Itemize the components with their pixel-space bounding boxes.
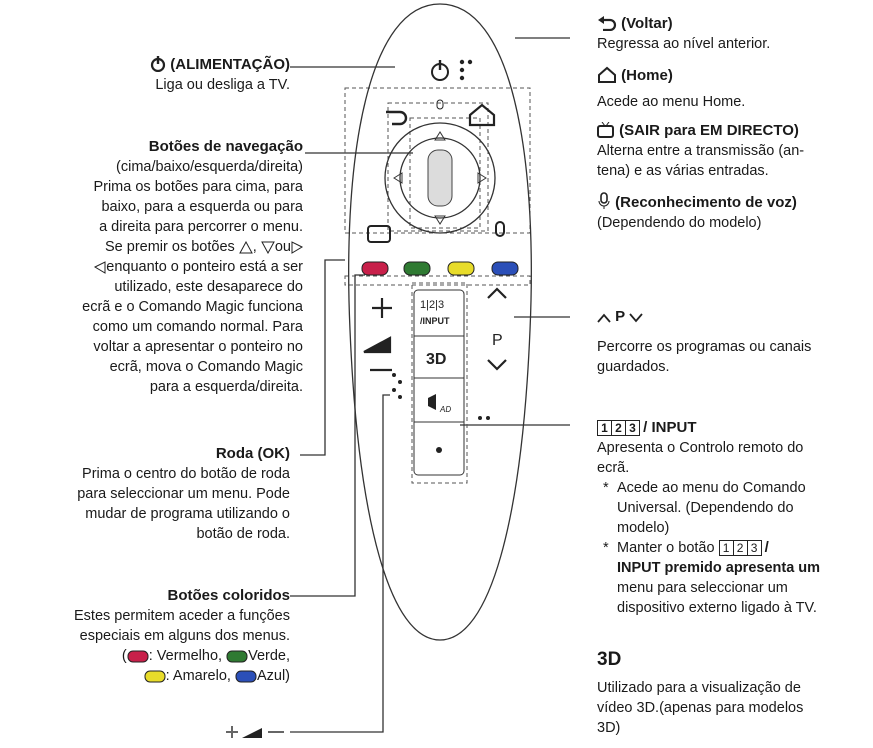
nav-inline-or: ou [274,239,291,255]
program-up-icon [597,313,611,323]
nav-line-5: utilizado, este desaparece do [114,279,303,295]
nav-line-8: voltar a apresentar o ponteiro no [93,339,303,355]
yellow-label: : Amarelo, [165,668,231,684]
program-p: P [615,308,625,325]
three-d-section: 3D Utilizado para a visualização de víde… [597,650,873,738]
wheel-title: Roda (OK) [215,445,290,462]
live-section: (SAIR para EM DIRECTO) Alterna entre a t… [597,121,873,181]
power-icon [151,56,166,72]
three-d-line-1: vídeo 3D.(apenas para modelos [597,700,804,716]
wheel-line-0: Prima o centro do botão de roda [82,466,290,482]
live-line-1: tena) e as várias entradas. [597,163,769,179]
num-3-box: 3 [625,420,640,436]
home-icon [598,66,616,83]
home-title: (Home) [621,67,673,84]
colors-title: Botões coloridos [167,587,290,604]
back-desc: Regressa ao nível anterior. [597,36,771,52]
remote-red-button [361,261,389,276]
remote-volume [363,298,392,372]
program-line-0: Percorre os programas ou canais [597,339,812,355]
remote-num-text: 1|2|3 [420,299,444,311]
input-bullet-1: Acede ao menu do Comando Universal. (Dep… [597,478,873,538]
right-arrow-icon [291,241,303,254]
power-desc: Liga ou desliga a TV. [155,77,290,93]
home-section: (Home) Acede ao menu Home. [597,66,873,112]
power-title: (ALIMENTAÇÃO) [170,56,290,73]
back-section: (Voltar) Regressa ao nível anterior. [597,14,873,54]
nav-line-1: baixo, para a esquerda ou para [101,199,303,215]
nav-line-10: para a esquerda/direita. [149,379,303,395]
remote-blue-button [491,261,519,276]
remote-green-button [403,261,431,276]
program-section: P Percorre os programas ou canais guarda… [597,307,873,377]
remote-p-text: P [492,332,503,349]
remote-home-icon [468,103,496,127]
nav-line-2: a direita para percorrer o menu. [99,219,303,235]
live-tv-icon [597,122,614,138]
home-desc: Acede ao menu Home. [597,94,746,110]
remote-yellow-button [447,261,475,276]
volume-plus-minus-icon [226,726,284,738]
magic-remote-illustration: 1|2|3 /INPUT 3D AD P [348,3,532,641]
green-swatch-icon [226,650,248,663]
left-arrow-icon [94,261,106,274]
volume-icons [224,722,294,748]
colors-line-1: especiais em alguns dos menus. [79,628,290,644]
nav-line-0: Prima os botões para cima, para [93,179,303,195]
remote-power-icon [431,60,449,81]
yellow-swatch-icon [144,670,166,683]
red-label: : Vermelho, [148,648,223,664]
remote-mic-icon [495,221,505,237]
blue-label: Azul) [256,668,290,684]
nav-line-6: ecrã e o Comando Magic funciona [82,299,303,315]
red-swatch-icon [127,650,149,663]
nav-line-3: Se premir os botões [105,239,235,255]
nav-line-9: ecrã, mova o Comando Magic [109,359,303,375]
up-arrow-icon [238,241,253,254]
nav-line-7: como um comando normal. Para [92,319,303,335]
power-section: (ALIMENTAÇÃO) Liga ou desliga a TV. [80,55,290,95]
colors-section: Botões coloridos Estes permitem aceder a… [0,586,290,686]
wheel-line-2: mudar de programa utilizando o [85,506,290,522]
remote-3d-text: 3D [426,351,446,368]
num-1-box: 1 [597,420,612,436]
colors-line-0: Estes permitem aceder a funções [74,608,290,624]
nav-inline-sep: , [252,239,257,255]
voice-title: (Reconhecimento de voz) [615,194,797,211]
live-line-0: Alterna entre a transmissão (an- [597,143,805,159]
down-arrow-icon [261,241,275,254]
green-label: Verde, [248,648,290,664]
input-bullet-2: Manter o botão 123 / INPUT premido apres… [597,538,873,618]
blue-swatch-icon [235,670,257,683]
voice-desc: (Dependendo do modelo) [597,215,762,231]
remote-ad-text: AD [439,405,451,414]
three-d-line-0: Utilizado para a visualização de [597,680,801,696]
three-d-icon: 3D [597,649,622,670]
back-title: (Voltar) [621,15,673,32]
remote-live-icon [367,225,391,243]
microphone-icon [598,192,610,209]
wheel-line-3: botão de roda. [196,526,290,542]
wheel-section: Roda (OK) Prima o centro do botão de rod… [0,444,290,544]
program-down-icon [629,313,643,323]
live-title: (SAIR para EM DIRECTO) [619,122,799,139]
wheel-line-1: para seleccionar um menu. Pode [77,486,290,502]
three-d-line-2: 3D) [597,720,621,736]
input-desc: Apresenta o Controlo remoto do [597,440,804,456]
input-title: / INPUT [643,419,697,436]
nav-line-4: enquanto o ponteiro está a ser [106,259,303,275]
input-desc2: ecrã. [597,460,630,476]
voice-section: (Reconhecimento de voz) (Dependendo do m… [597,192,873,233]
remote-input-text: /INPUT [420,316,450,326]
remote-back-icon [386,110,408,126]
back-icon [598,16,617,31]
nav-section: Botões de navegação (cima/baixo/esquerda… [0,137,303,397]
nav-subtitle: (cima/baixo/esquerda/direita) [116,159,303,175]
nav-title: Botões de navegação [148,138,303,155]
num-2-box: 2 [611,420,626,436]
program-line-1: guardados. [597,359,670,375]
